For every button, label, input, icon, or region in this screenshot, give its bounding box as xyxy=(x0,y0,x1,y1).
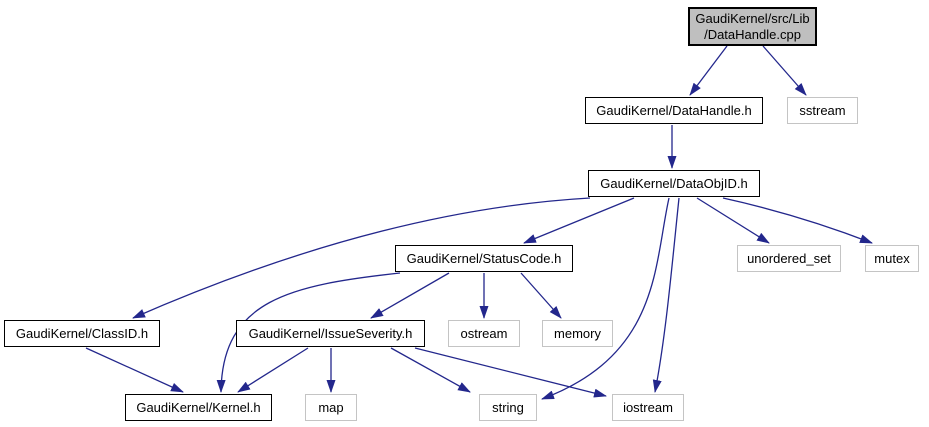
node-label: /DataHandle.cpp xyxy=(704,26,801,42)
node-label: iostream xyxy=(623,399,673,415)
node-string: string xyxy=(479,394,537,421)
node-label: sstream xyxy=(799,102,846,118)
node-iostream: iostream xyxy=(612,394,684,421)
node-sstream: sstream xyxy=(787,97,858,124)
node-gaudikernel-classid-h[interactable]: GaudiKernel/ClassID.h xyxy=(4,320,160,347)
include-edge-dataobjid-to-iostream xyxy=(652,197,680,393)
include-edge-cpp-to-sstream xyxy=(762,45,807,96)
node-label: mutex xyxy=(874,250,910,266)
node-label: GaudiKernel/DataHandle.h xyxy=(596,102,752,118)
include-edge-dataobjid-to-statuscode xyxy=(523,197,635,244)
node-label: ostream xyxy=(460,325,508,341)
include-edge-dataobjid-to-unordered_set xyxy=(696,197,770,244)
node-gaudikernel-kernel-h[interactable]: GaudiKernel/Kernel.h xyxy=(125,394,272,421)
include-edge-issueseverity-to-iostream xyxy=(414,347,607,398)
include-edge-issueseverity-to-string xyxy=(390,347,471,393)
node-label: GaudiKernel/Kernel.h xyxy=(136,399,261,415)
node-memory: memory xyxy=(542,320,613,347)
node-ostream: ostream xyxy=(448,320,520,347)
node-gaudikernel-dataobjid-h[interactable]: GaudiKernel/DataObjID.h xyxy=(588,170,760,197)
node-map: map xyxy=(305,394,357,421)
node-gaudikernel-datahandle-h[interactable]: GaudiKernel/DataHandle.h xyxy=(585,97,763,124)
node-label: unordered_set xyxy=(747,250,831,266)
node-label: GaudiKernel/IssueSeverity.h xyxy=(248,325,413,341)
node-datahandle-cpp: GaudiKernel/src/Lib /DataHandle.cpp xyxy=(688,7,817,46)
include-edge-statuscode-to-issueseverity xyxy=(370,272,450,319)
node-label: GaudiKernel/DataObjID.h xyxy=(600,175,748,191)
include-edge-dataobjid-to-string xyxy=(541,197,670,400)
node-label: string xyxy=(492,399,524,415)
node-mutex: mutex xyxy=(865,245,919,272)
include-edge-dataobjid-to-mutex xyxy=(722,197,873,244)
node-gaudikernel-issueseverity-h[interactable]: GaudiKernel/IssueSeverity.h xyxy=(236,320,425,347)
node-unordered-set: unordered_set xyxy=(737,245,841,272)
node-label: map xyxy=(318,399,344,415)
node-label: GaudiKernel/StatusCode.h xyxy=(406,250,562,266)
node-label: memory xyxy=(554,325,601,341)
include-edge-classid-to-kernel xyxy=(85,347,184,393)
node-label: GaudiKernel/src/Lib xyxy=(695,10,810,26)
include-edge-cpp-to-datahandle_h xyxy=(689,45,728,96)
include-edge-issueseverity-to-kernel xyxy=(237,347,309,393)
include-edge-statuscode-to-memory xyxy=(520,272,562,319)
node-gaudikernel-statuscode-h[interactable]: GaudiKernel/StatusCode.h xyxy=(395,245,573,272)
node-label: GaudiKernel/ClassID.h xyxy=(15,325,149,341)
